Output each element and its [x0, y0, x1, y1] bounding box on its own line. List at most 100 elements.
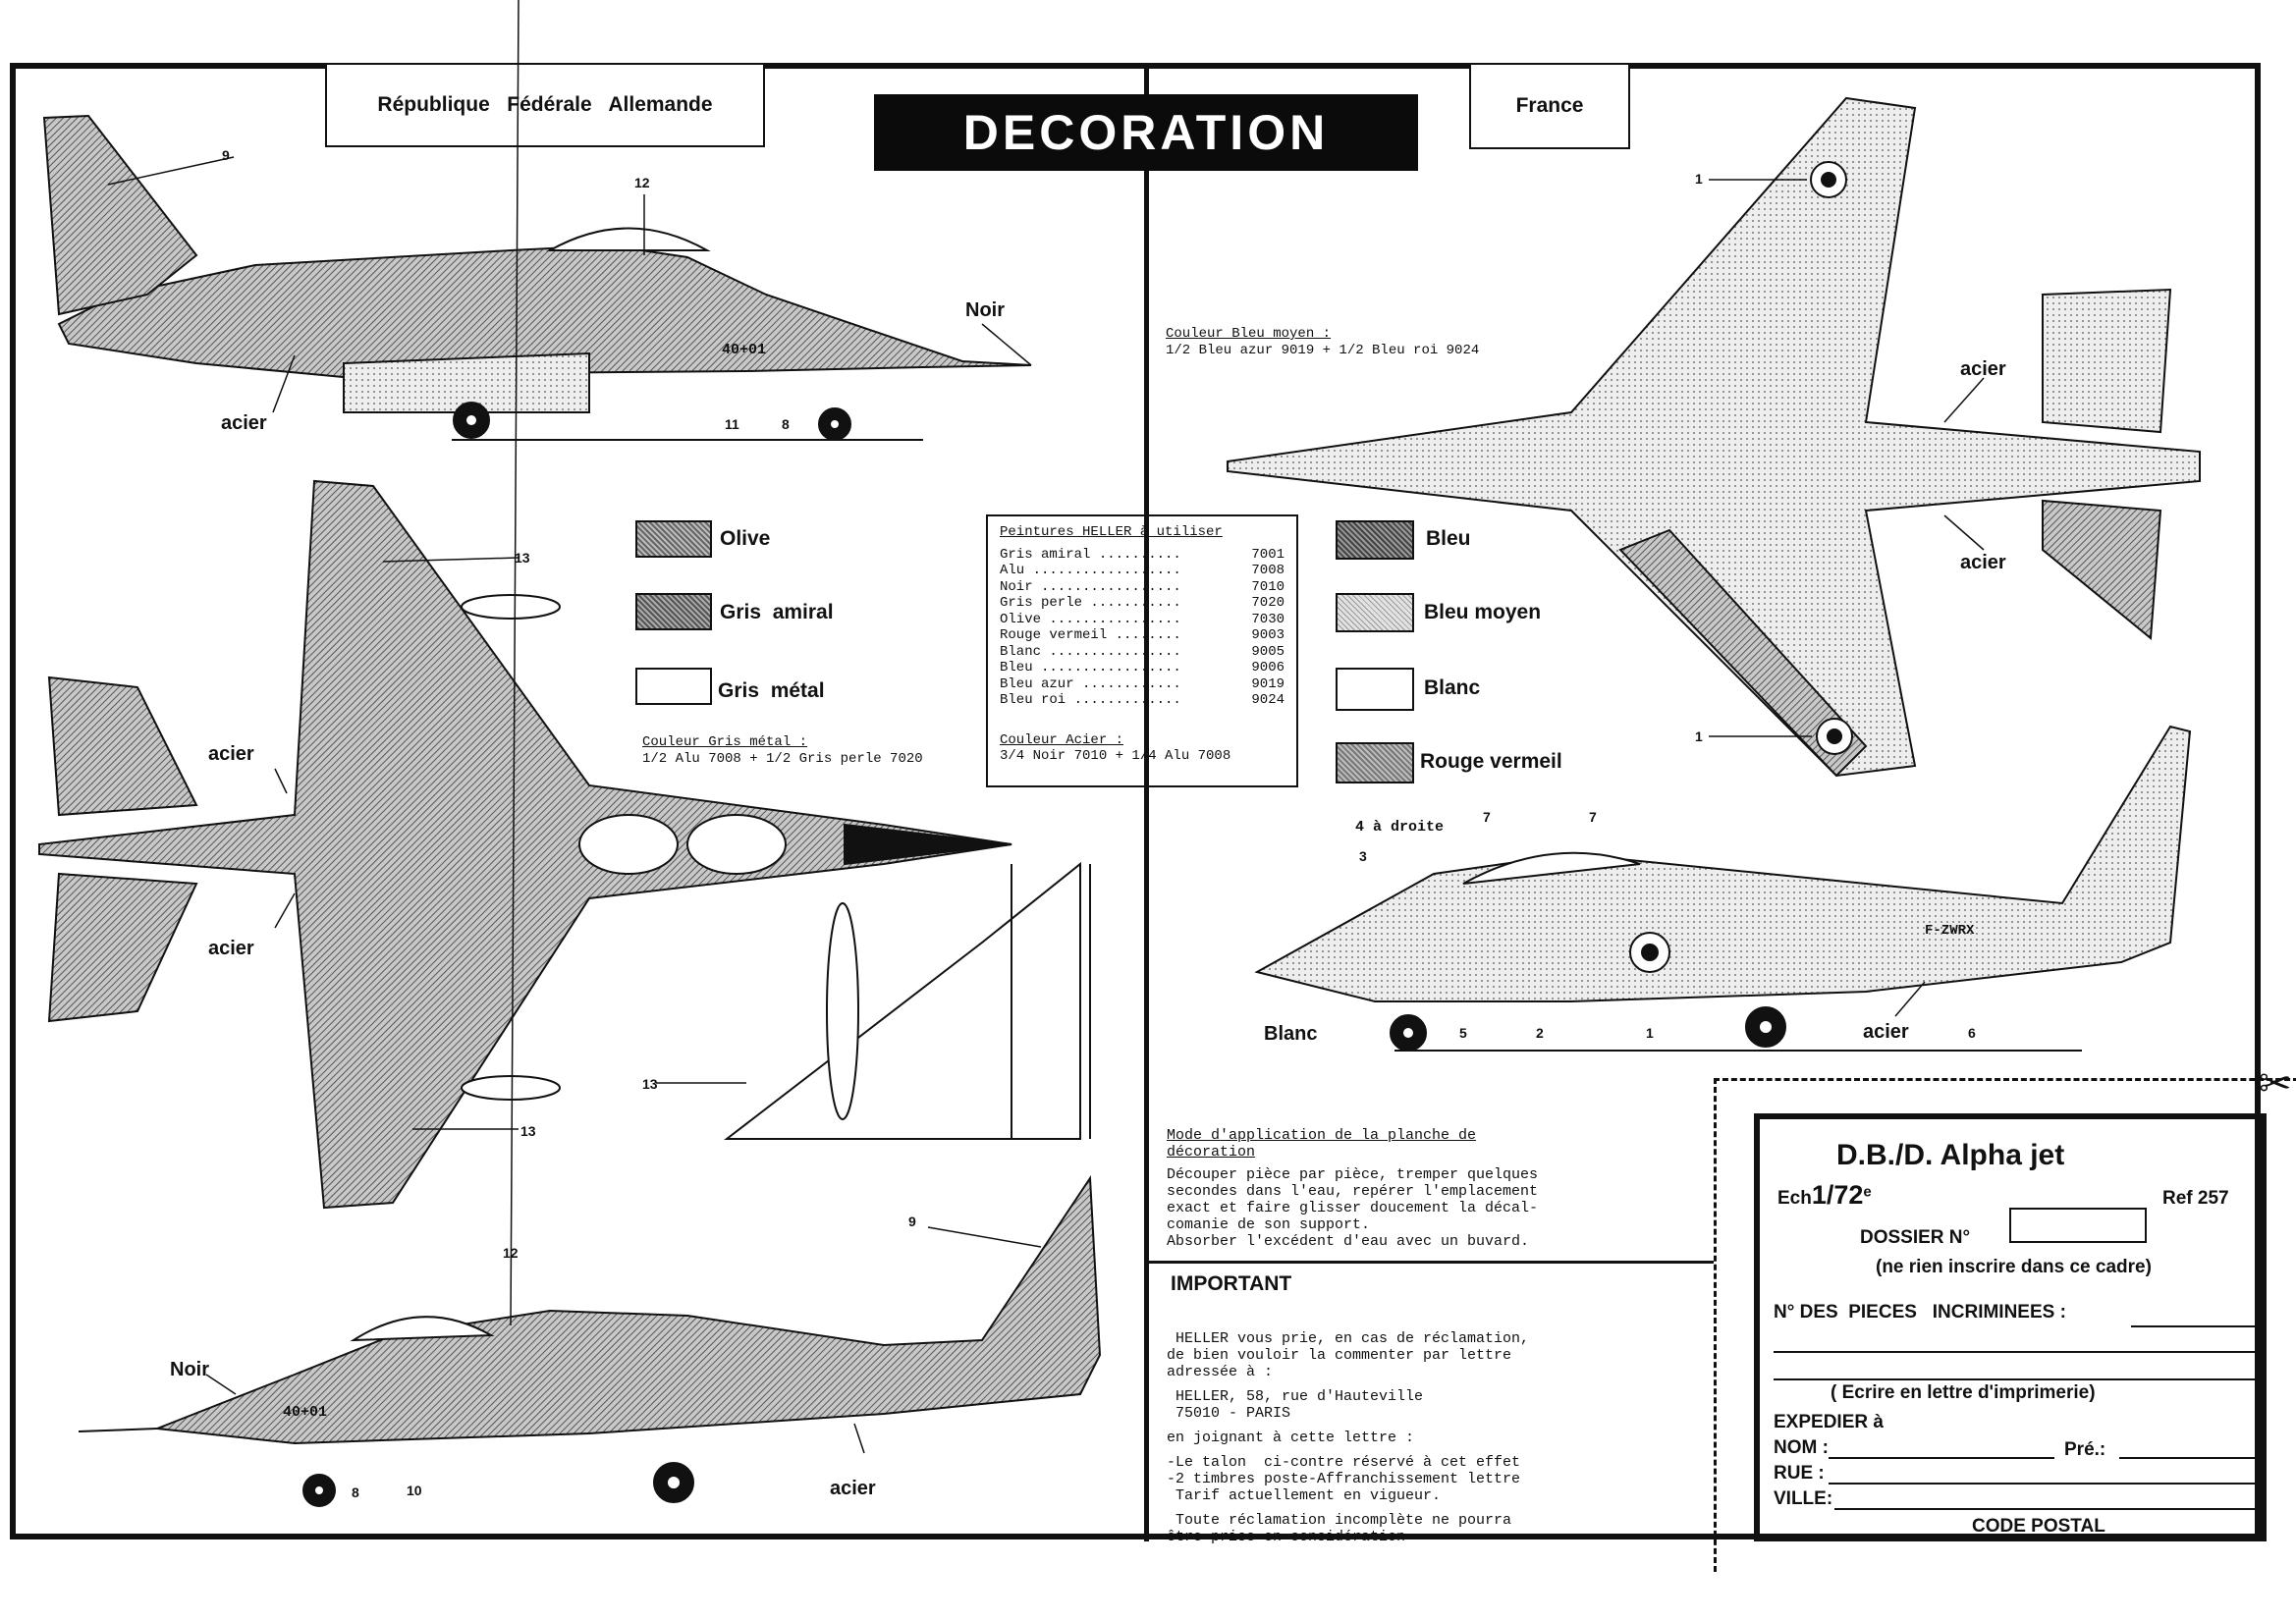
wing-detail [724, 861, 1091, 1140]
paint-row: Bleu .................9006 [1000, 660, 1285, 675]
callout-noir-bottom: Noir [170, 1359, 209, 1380]
callout-9-top: 9 [222, 147, 230, 163]
rue-field[interactable] [1829, 1483, 2259, 1485]
callout-12-bottom: 12 [503, 1245, 519, 1261]
swatch-rouge-vermeil [1336, 742, 1414, 783]
dossier-field[interactable] [2009, 1208, 2147, 1243]
callout-3: 3 [1359, 848, 1367, 864]
fuselage-code-top: 40+01 [722, 342, 767, 358]
code-postal-field[interactable] [2133, 1536, 2259, 1538]
germany-side-view-bottom [78, 1174, 1102, 1507]
callout-7-b: 7 [1589, 809, 1597, 825]
instructions-line: Absorber l'excédent d'eau avec un buvard… [1167, 1233, 1530, 1250]
sheet-frame [10, 63, 2261, 1539]
callout-acier-left-a: acier [208, 743, 254, 765]
instructions-line: comanie de son support. [1167, 1216, 1371, 1233]
swatch-olive [635, 520, 712, 558]
center-divider [1144, 63, 1149, 1541]
callout-7-a: 7 [1483, 809, 1491, 825]
legend-gris-metal: Gris métal [718, 679, 825, 702]
callout-acier-left-b: acier [208, 938, 254, 959]
code-postal-label: CODE POSTAL [1972, 1516, 2105, 1537]
swatch-blanc [1336, 668, 1414, 711]
country-box-germany: République Fédérale Allemande [325, 65, 765, 147]
swatch-bleu [1336, 520, 1414, 560]
acier-mix-recipe: 3/4 Noir 7010 + 1/4 Alu 7008 [1000, 748, 1231, 764]
paint-row: Alu ..................7008 [1000, 563, 1285, 578]
legend-gris-amiral: Gris amiral [720, 601, 834, 623]
paint-list-title: Peintures HELLER à utiliser [1000, 524, 1223, 540]
leader-lines [107, 0, 1985, 1454]
rue-label: RUE : [1774, 1463, 1825, 1484]
callout-5: 5 [1459, 1025, 1467, 1041]
instructions-line: exact et faire glisser doucement la déca… [1167, 1200, 1539, 1216]
bleu-moyen-mix-recipe: 1/2 Bleu azur 9019 + 1/2 Bleu roi 9024 [1166, 343, 1480, 358]
callout-noir-top: Noir [965, 299, 1005, 321]
paint-list: Peintures HELLER à utiliser Gris amiral … [986, 514, 1298, 787]
paint-row: Noir .................7010 [1000, 578, 1285, 595]
paint-row: Bleu azur ............9019 [1000, 675, 1285, 692]
instructions-line: secondes dans l'eau, repérer l'emplaceme… [1167, 1183, 1539, 1200]
scale: Ech1/72e [1777, 1180, 1872, 1210]
gris-metal-mix-recipe: 1/2 Alu 7008 + 1/2 Gris perle 7020 [642, 751, 923, 767]
callout-9-bottom: 9 [908, 1214, 916, 1229]
pieces-line[interactable] [1774, 1351, 2259, 1353]
acier-mix-title: Couleur Acier : [1000, 731, 1124, 748]
claim-form: D.B./D. Alpha jet Ech1/72e Ref 257 DOSSI… [1754, 1113, 2267, 1541]
important-line: -Le talon ci-contre réservé à cet effet [1167, 1454, 1521, 1471]
legend-rouge-vermeil: Rouge vermeil [1420, 750, 1562, 773]
paint-row: Blanc ................9005 [1000, 643, 1285, 660]
pieces-label: N° DES PIECES INCRIMINEES : [1774, 1302, 2066, 1323]
legend-olive: Olive [720, 527, 771, 550]
important-line: -2 timbres poste-Affranchissement lettre [1167, 1471, 1521, 1487]
application-instructions: Mode d'application de la planche de déco… [1167, 1127, 1559, 1250]
ville-label: VILLE: [1774, 1488, 1833, 1509]
important-text: HELLER vous prie, en cas de réclamation,… [1167, 1314, 1529, 1562]
callout-11: 11 [725, 416, 739, 432]
callout-acier-fr-a: acier [1960, 358, 2006, 380]
callout-13-b: 13 [520, 1123, 536, 1139]
legend-bleu-moyen: Bleu moyen [1424, 601, 1542, 623]
paint-row: Gris perle ...........7020 [1000, 595, 1285, 611]
important-divider [1144, 1261, 1714, 1264]
ville-field[interactable] [1834, 1508, 2259, 1510]
callout-10: 10 [407, 1483, 422, 1498]
germany-planform [38, 479, 1012, 1210]
important-line: être prise en considération [1167, 1529, 1406, 1545]
callout-1-b: 1 [1695, 729, 1703, 744]
france-side-view [1254, 725, 2192, 1052]
country-germany: République Fédérale Allemande [377, 93, 713, 116]
callout-acier-fr-b: acier [1960, 552, 2006, 573]
prenom-label: Pré.: [2064, 1439, 2106, 1460]
nom-label: NOM : [1774, 1437, 1829, 1458]
country-france: France [1515, 94, 1584, 117]
nom-field[interactable] [1829, 1457, 2054, 1459]
paint-row: Gris amiral ..........7001 [1000, 546, 1285, 563]
french-registration: F-ZWRX [1925, 923, 1975, 939]
bleu-moyen-mix: Couleur Bleu moyen : 1/2 Bleu azur 9019 … [1166, 326, 1479, 359]
important-line: en joignant à cette lettre : [1167, 1430, 1415, 1446]
important-title: IMPORTANT [1171, 1272, 1292, 1295]
paint-row: Bleu roi .............9024 [1000, 692, 1285, 708]
instructions-title-2: décoration [1167, 1144, 1256, 1161]
callout-1-c: 1 [1646, 1025, 1654, 1041]
gris-metal-mix-title: Couleur Gris métal : [642, 734, 808, 750]
fuselage-code-bottom: 40+01 [283, 1404, 328, 1421]
important-line: HELLER, 58, rue d'Hauteville [1167, 1388, 1424, 1405]
paint-row: Olive ................7030 [1000, 611, 1285, 627]
callout-12-top: 12 [634, 175, 650, 190]
callout-blanc: Blanc [1264, 1023, 1318, 1045]
legend-bleu: Bleu [1426, 527, 1471, 550]
callout-2: 2 [1536, 1025, 1544, 1041]
prenom-field[interactable] [2119, 1457, 2259, 1459]
important-line: de bien vouloir la commenter par lettre [1167, 1347, 1512, 1364]
callout-8-top: 8 [782, 416, 790, 432]
important-line: 75010 - PARIS [1167, 1405, 1291, 1422]
pieces-line[interactable] [2131, 1325, 2259, 1327]
pieces-line[interactable] [1774, 1378, 2259, 1380]
swatch-gris-amiral [635, 593, 712, 630]
callout-1-a: 1 [1695, 171, 1703, 187]
callout-acier-top: acier [221, 412, 267, 434]
callout-acier-bottom: acier [830, 1478, 876, 1499]
instructions-title-1: Mode d'application de la planche de [1167, 1127, 1477, 1144]
